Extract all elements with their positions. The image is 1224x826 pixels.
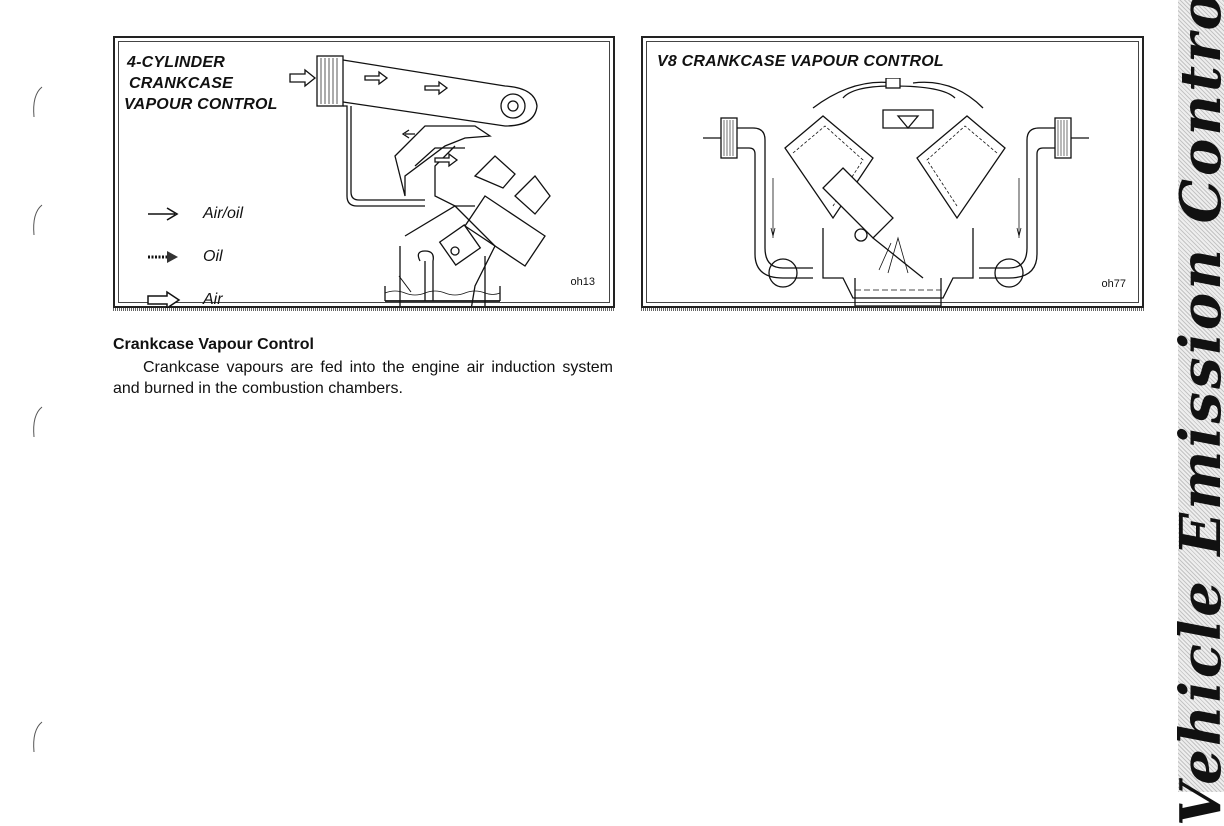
thin-arrow-icon xyxy=(145,203,185,225)
legend-label: Oil xyxy=(203,247,223,267)
figure-code: oh13 xyxy=(571,276,595,288)
4-cylinder-engine-diagram xyxy=(285,46,605,306)
binder-hole-mark xyxy=(28,405,50,439)
section-heading: Crankcase Vapour Control xyxy=(113,336,314,354)
legend-label: Air xyxy=(203,290,223,310)
v8-engine-diagram xyxy=(693,78,1103,306)
legend-label: Air/oil xyxy=(203,204,243,224)
figure-title: V8 CRANKCASE VAPOUR CONTROL xyxy=(657,51,944,72)
figure-title: 4-CYLINDER CRANKCASE VAPOUR CONTROL xyxy=(127,52,278,115)
title-line: VAPOUR CONTROL xyxy=(124,94,278,115)
title-line: CRANKCASE xyxy=(127,73,278,94)
figure-4-cylinder-vapour-control: 4-CYLINDER CRANKCASE VAPOUR CONTROL Air/… xyxy=(113,36,615,308)
hollow-arrow-icon xyxy=(145,289,185,311)
dotted-arrow-icon xyxy=(145,246,185,268)
figure-code: oh77 xyxy=(1102,278,1126,290)
binder-hole-mark xyxy=(28,85,50,119)
section-body: Crankcase vapours are fed into the engin… xyxy=(113,357,613,399)
binder-hole-mark xyxy=(28,720,50,754)
title-line: 4-CYLINDER xyxy=(127,52,278,73)
binder-hole-mark xyxy=(28,203,50,237)
figure-v8-vapour-control: V8 CRANKCASE VAPOUR CONTROL xyxy=(641,36,1144,308)
side-tab-label: Vehicle Emission Control xyxy=(1168,0,1224,826)
side-tab: Vehicle Emission Control xyxy=(1178,0,1224,792)
